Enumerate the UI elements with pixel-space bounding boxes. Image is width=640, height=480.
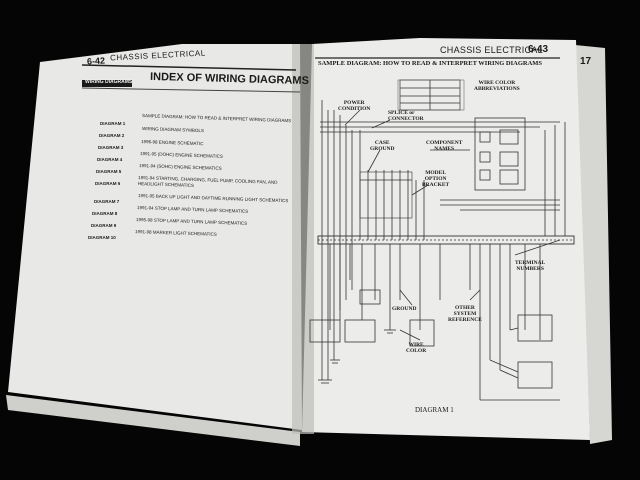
left-page-number: 6-42 [86, 55, 106, 67]
callout-model-option: MODEL OPTION BRACKET [422, 170, 450, 188]
section-tab-label: WIRING DIAGRAMS [85, 79, 133, 85]
wiring-diagram [309, 79, 575, 401]
callout-power-condition: POWER CONDITION [338, 100, 371, 112]
callout-other-system: OTHER SYSTEM REFERENCE [448, 305, 482, 323]
right-page-number: 6-43 [528, 44, 549, 55]
index-row-label: DIAGRAM 7 [94, 199, 120, 204]
index-row-label: DIAGRAM 1 [100, 121, 126, 126]
index-row-label: DIAGRAM 10 [88, 235, 116, 240]
edge-page-number: 17 [580, 56, 592, 67]
diagram-caption: DIAGRAM 1 [415, 406, 454, 414]
index-row-label: DIAGRAM 8 [92, 211, 118, 216]
left-page [8, 44, 302, 430]
right-page [302, 38, 590, 440]
callout-wire-color-abbrev: WIRE COLOR ABBREVIATIONS [474, 80, 520, 92]
callout-ground: GROUND [392, 306, 417, 312]
index-row-label: DIAGRAM 9 [91, 223, 117, 228]
diagram-title: SAMPLE DIAGRAM: HOW TO READ & INTERPRET … [318, 60, 543, 67]
header-rule [81, 64, 297, 71]
index-row-label: DIAGRAM 4 [97, 157, 123, 162]
right-header-title: CHASSIS ELECTRICAL [440, 45, 543, 55]
callout-splice: SPLICE or CONNECTOR [388, 110, 424, 122]
callout-wire-color: WIRE COLOR [406, 342, 427, 354]
section-tab-bar [82, 80, 132, 87]
gutter-shadow [292, 44, 314, 434]
callout-terminal-numbers: TERMINAL NUMBERS [515, 260, 546, 272]
index-row-label: DIAGRAM 5 [96, 169, 122, 174]
index-row-label: DIAGRAM 6 [95, 181, 121, 186]
book-bottom-edge [6, 395, 300, 446]
header-rule-2 [81, 87, 301, 93]
wire-color-table [397, 79, 465, 111]
callout-component-names: COMPONENT NAMES [426, 140, 463, 152]
ground-symbols [318, 329, 396, 384]
callout-case-ground: CASE GROUND [370, 140, 395, 152]
index-row-label: DIAGRAM 3 [98, 145, 124, 150]
index-row-label: DIAGRAM 2 [99, 133, 125, 138]
book-right-edge [575, 45, 612, 444]
